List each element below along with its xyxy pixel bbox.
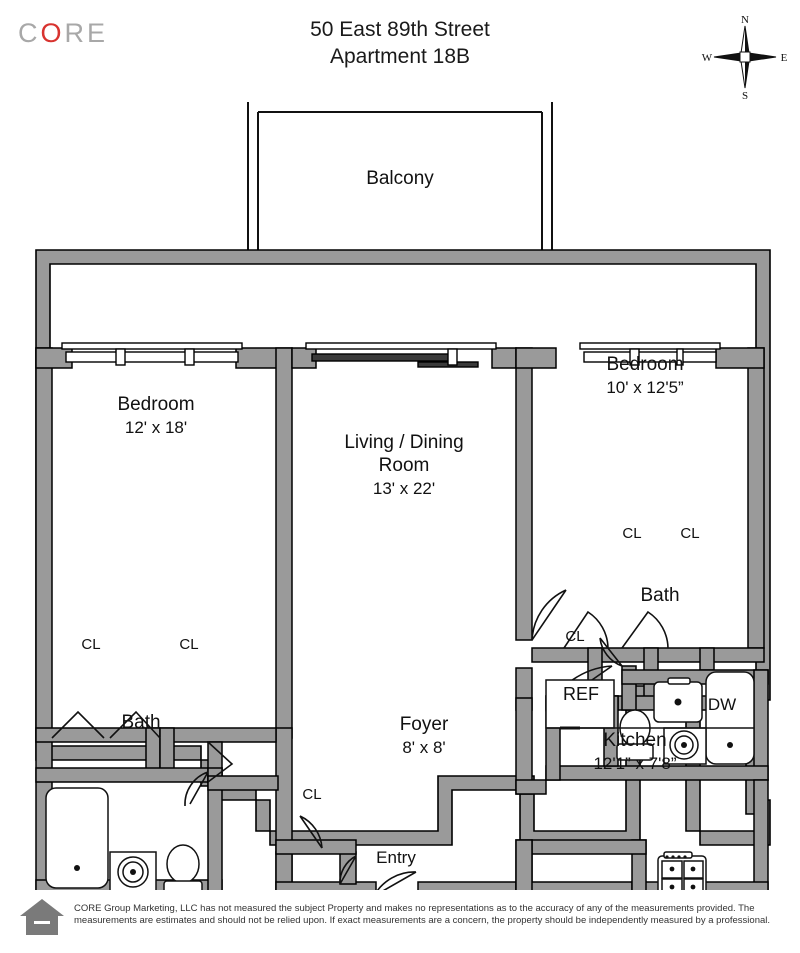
windows (61, 342, 721, 368)
closet-label-bath-hall: CL (565, 628, 585, 645)
closet-label-foyer: CL (302, 786, 322, 803)
wall-exterior-right-upper (747, 347, 765, 649)
bathtub-left-drain-icon (74, 865, 80, 871)
wall-kitchen-step (531, 839, 647, 855)
room-label-living-dining: Living / Dining Room 13' x 22' (304, 431, 504, 500)
wall-entry-bottom-right (417, 881, 529, 890)
entry-label: Entry (376, 848, 416, 867)
living-dining-name2: Room (378, 455, 430, 476)
wall-kitchen-bottom-left (515, 881, 647, 890)
logo-o: O (40, 18, 65, 48)
bedroom-left-name: Bedroom (117, 394, 195, 415)
room-label-bath-left: Bath (121, 712, 161, 733)
room-label-bath-right: Bath (640, 585, 680, 606)
wall-kitchen-left-stub (515, 779, 547, 795)
compass-south-label: S (742, 90, 748, 102)
wall-cl-right-div-c (699, 647, 715, 671)
door-closet-right-a (563, 610, 609, 649)
disclaimer-text: CORE Group Marketing, LLC has not measur… (74, 903, 771, 926)
bathtub-right-icon (705, 671, 755, 765)
bedroom-left-dimensions: 12' x 18' (124, 418, 188, 437)
wall-kitchen-right (753, 779, 769, 890)
wall-top-right-pier (515, 347, 557, 369)
kitchen-name: Kitchen (603, 730, 667, 751)
refrigerator-icon (545, 679, 615, 729)
core-logo: CORE (18, 18, 108, 49)
wall-bath-left-right (207, 767, 223, 890)
kitchen-faucet-icon (667, 677, 691, 685)
wall-kitchen-step-left (515, 839, 533, 890)
room-label-bedroom-right: Bedroom 10' x 12'5” (545, 353, 745, 399)
wall-bedroom-left-right (275, 347, 293, 739)
room-label-balcony: Balcony (366, 168, 434, 189)
wall-hall-left-top (207, 775, 279, 791)
page-title: 50 East 89th Street Apartment 18B (0, 16, 800, 70)
door-closet-hall-left (207, 741, 234, 783)
compass-north-label: N (741, 14, 749, 26)
kitchen-dimensions: 12'1” x 7'8” (593, 754, 677, 773)
address-line-1: 50 East 89th Street (310, 18, 490, 41)
bath-right-fixtures (616, 671, 755, 765)
appliance-label-refrigerator: REF (563, 684, 599, 704)
toilet-left-tank-icon (163, 880, 203, 890)
room-label-foyer: Foyer 8' x 8' (326, 713, 522, 759)
door-bath-left (184, 771, 209, 807)
wall-entry-bottom-left (275, 881, 377, 890)
living-dining-dimensions: 13' x 22' (372, 479, 436, 498)
room-label-bedroom-left: Bedroom 12' x 18' (56, 393, 256, 439)
bathtub-right-drain-icon (727, 742, 733, 748)
bedroom-right-dimensions: 10' x 12'5” (606, 378, 684, 397)
room-label-kitchen: Kitchen 12'1” x 7'8” (537, 729, 733, 775)
compass-east-label: E (781, 52, 788, 64)
bath-left-fixtures (45, 787, 203, 890)
bedroom-right-name: Bedroom (606, 354, 684, 375)
living-dining-name: Living / Dining (344, 432, 464, 453)
door-closet-right-b (621, 610, 669, 649)
closet-label-bedroom-right: CL (680, 525, 700, 542)
address-line-2: Apartment 18B (329, 45, 471, 68)
toilet-right-tank-icon (616, 743, 654, 761)
door-living-hall (531, 589, 567, 641)
toilet-left-bowl-icon (166, 844, 200, 884)
closet-label-hall-left: CL (179, 636, 199, 653)
floorplan-drawing (35, 102, 771, 890)
logo-c: C (18, 18, 41, 48)
door-bath-right (599, 637, 623, 667)
wall-top-living-right-pier (491, 347, 517, 369)
door-closet-left-bifold-a (51, 710, 105, 739)
wall-exterior-right-bath (753, 669, 769, 781)
door-entry (376, 871, 417, 890)
door-closet-foyer (339, 855, 357, 885)
bathtub-left-icon (45, 787, 109, 889)
closet-label-hall-right: CL (622, 525, 642, 542)
kitchen-sink-drain-icon (674, 698, 682, 706)
logo-re: RE (64, 18, 109, 48)
kitchen-fixtures (545, 677, 754, 890)
foyer-name: Foyer (399, 714, 449, 735)
door-closet-left-bifold-b (109, 710, 161, 739)
door-foyer-hall (299, 815, 323, 849)
compass-west-label: W (702, 52, 713, 64)
foyer-dimensions: 8' x 8' (402, 738, 446, 757)
equal-housing-opportunity-icon (20, 899, 64, 935)
closet-label-bedroom-left: CL (81, 636, 101, 653)
appliance-label-dishwasher: DW (707, 695, 737, 714)
compass-rose-icon: N S E W (702, 14, 788, 102)
wall-living-right (515, 347, 533, 641)
